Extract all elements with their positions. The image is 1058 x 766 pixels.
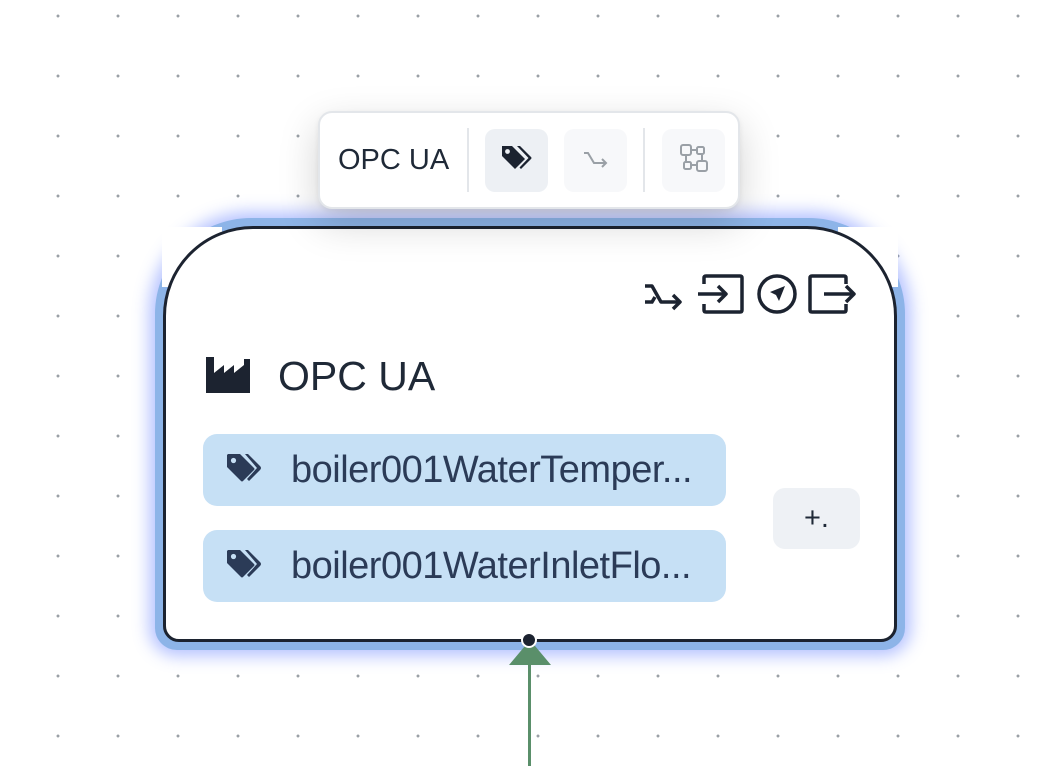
- input-icon[interactable]: [696, 274, 746, 314]
- tag-chip[interactable]: boiler001WaterTemper...: [203, 434, 726, 506]
- opc-ua-node[interactable]: OPC UA boiler001WaterTemper... boiler001…: [163, 226, 897, 642]
- node-header: OPC UA: [206, 353, 435, 400]
- tag-chip[interactable]: boiler001WaterInletFlo...: [203, 530, 726, 602]
- route-arrow-icon[interactable]: [642, 277, 686, 311]
- output-icon[interactable]: [808, 274, 858, 314]
- mapping-button[interactable]: [662, 128, 726, 192]
- add-tag-button[interactable]: +.: [773, 488, 860, 549]
- tag-label: boiler001WaterTemper...: [291, 448, 693, 491]
- tags-icon: [500, 143, 534, 178]
- tag-label: boiler001WaterInletFlo...: [291, 544, 692, 587]
- tag-icon: [225, 452, 263, 489]
- node-mapping-icon: [679, 143, 709, 178]
- tag-icon: [225, 548, 263, 585]
- toolbar-title: OPC UA: [338, 143, 450, 176]
- toolbar-divider: [643, 128, 646, 192]
- connection-edge[interactable]: [528, 660, 531, 766]
- tags-button[interactable]: [485, 128, 549, 192]
- node-title: OPC UA: [278, 353, 436, 399]
- connection-handle[interactable]: [521, 632, 537, 648]
- toolbar-divider: [467, 128, 470, 192]
- route-button[interactable]: [564, 128, 628, 192]
- node-toolbar: OPC UA: [318, 111, 740, 209]
- factory-icon: [206, 355, 250, 398]
- route-arrow-icon: [582, 148, 610, 173]
- navigate-icon[interactable]: [756, 273, 798, 315]
- node-actions: [642, 273, 858, 315]
